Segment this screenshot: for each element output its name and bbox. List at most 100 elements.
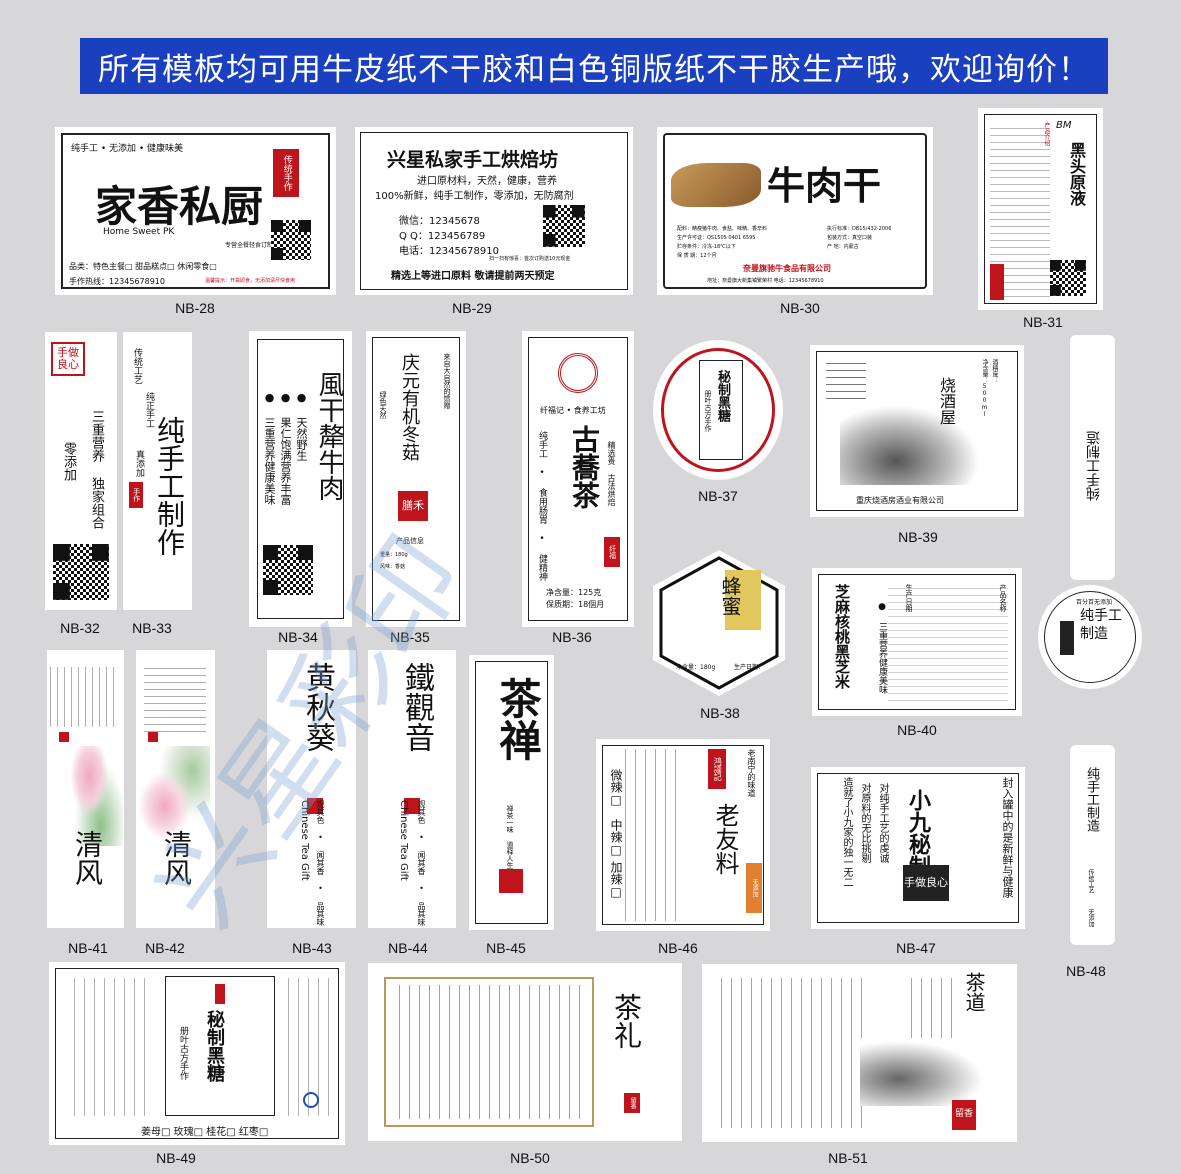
label-nb38[interactable] [649,548,789,698]
label-nb49[interactable]: 秘制黑糖 册叶古方手作 姜母□ 玫瑰□ 桂花□ 红枣□ [49,962,345,1145]
nb30-place: 产 地：内蒙古 [827,244,859,250]
nb30-code: NB-30 [780,300,820,316]
label-nb34[interactable]: ● 天然野生 ● 果仁饱满 ● 三重营养健康美味 营养丰富 風干犛牛肉 [249,331,352,627]
nb49-qs-icon [303,1092,319,1108]
nb46-stamp: 无添加 [746,863,762,913]
nb42-code: NB-42 [145,940,185,956]
nb47-t1: 封入罐中的是新鲜与健康 [1001,777,1014,898]
nb39-title: 烧酒屋 [937,377,956,425]
label-nb31[interactable]: BM 黑头原液 产品介绍 [978,108,1103,310]
label-nb42[interactable]: 清风 [136,650,215,928]
nb42-title: 清风 [160,830,193,886]
nb36-seal: 纤福 [604,537,620,567]
nb36-right: 精选贵 古法烘焙 [607,441,616,506]
nb40-title: 芝麻核桃黑芝米 [833,584,851,689]
nb35-title: 庆元有机冬菇 [399,353,420,461]
nb44-en: Chinese Tea Gift [398,800,409,881]
nb33-t3: 真添加 [134,450,144,477]
label-nb33[interactable]: 传统工艺 纯正手工 真添加 纯手工制作 手作 [123,332,192,610]
nb30-lic: 生产许可证：QS1505 0401 6595 [677,235,756,241]
nb30-title: 牛肉干 [767,163,882,208]
label-nb41[interactable]: 清风 [47,650,124,928]
nb51-landscape-image [860,1038,990,1106]
nb35-code: NB-35 [390,629,430,645]
nb41-title: 清风 [71,830,104,886]
nb29-title: 兴星私家手工烘焙坊 [387,149,559,171]
nb28-cats: 品类：特色主餐□ 甜品糕点□ 休闲零食□ [69,262,217,271]
label-nb50[interactable]: 茶礼 留香 [368,963,682,1141]
nb45-title: 茶禅 [493,677,542,761]
label-nb40[interactable]: 芝麻核桃黑芝米 ● 三重营养健康美味 产品名称 生产日期 [812,568,1022,716]
nb31-qr-code [1050,260,1086,296]
nb41-code: NB-41 [68,940,108,956]
label-nb37[interactable]: 秘制黑糖 册叶古方手作 [653,340,783,480]
nb34-qr-code [263,545,313,595]
nb36-code: NB-36 [552,629,592,645]
nb28-tip: 温馨提示：开袋即食，无添加请尽快食用 [205,278,296,284]
label-nb30[interactable]: 牛肉干 配料：精瘦猪牛肉、食盐、味精、香辛料 执行标准：DB15/432-200… [657,127,933,295]
label-nb32[interactable]: 手做良心 三重营养 独家组合 零添加 [45,332,117,610]
nb31-seal [990,264,1004,300]
nb44-seal [404,798,420,814]
nb35-extra: 风味：香菇 [380,564,406,570]
nb36-weight: 净含量：125克 [546,588,602,597]
nb35-spec: 重量：180g [380,552,408,558]
nb32-t2: 零添加 [61,442,76,481]
nb48-tall-title: 纯手工制造 [1084,767,1099,832]
nb45-code: NB-45 [486,940,526,956]
nb45-seal [499,869,523,893]
label-nb43[interactable]: 黄秋葵 Chinese Tea Gift 观其色 • 闻其香 • 品其味 [267,650,356,928]
nb47-t3: 对原料的无比挑剔 [859,783,870,863]
nb33-t2: 纯正手工 [144,392,154,428]
nb32-t1: 三重营养 独家组合 [89,410,104,529]
label-nb45[interactable]: 茶禅 禅茶一味 道释人生 [469,655,554,930]
nb28-seal: 传统手作 [273,149,299,197]
nb36-top: 纤福记 • 食养工坊 [540,406,606,415]
nb43-code: NB-43 [292,940,332,956]
nb35-side2: 绿色天然 [379,391,387,419]
nb49-sub: 册叶古方手作 [178,1026,188,1080]
nb48-round-title: 纯手工制造 [1080,608,1122,643]
nb51-code: NB-51 [828,1150,868,1166]
nb48-code: NB-48 [1066,963,1106,979]
nb29-foot: 精选上等进口原料 敬请提前两天预定 [391,271,555,282]
nb48-tall-s2: 无添加 [1087,909,1094,927]
label-nb48-tall[interactable]: 纯手工制造 传统工艺 无添加 [1070,745,1115,945]
nb46-opt3: 加辣□ [609,861,623,899]
nb44-side: 观其色 • 闻其香 • 品其味 [417,800,426,926]
nb31-title: 黑头原液 [1067,142,1086,206]
label-nb46[interactable]: 微辣□ 中辣□ 加辣□ 鸿謹記 老南宁的味道 老友料 无添加 [596,739,770,931]
nb40-code: NB-40 [897,722,937,738]
nb34-b2: ● 果仁饱满 [279,391,292,461]
nb29-qr-code [543,205,585,247]
nb44-code: NB-44 [388,940,428,956]
label-nb51[interactable]: 茶道 留香 [702,964,1017,1142]
nb51-title: 茶道 [962,972,986,1012]
nb45-side: 禅茶一味 道释人生 [506,805,514,869]
label-nb44[interactable]: 鐵觀音 Chinese Tea Gift 观其色 • 闻其香 • 品其味 [368,650,456,928]
nb34-title: 風干犛牛肉 [314,371,344,501]
nb34-code: NB-34 [278,629,318,645]
label-nb35[interactable]: 庆元有机冬菇 来自大自然的馈赠 绿色天然 膳禾 产品信息 重量：180g 风味：… [366,331,466,627]
nb29-scan: 扫一扫有惊喜：首次订购送10元现金 [489,256,571,262]
nb29-qq: Q Q：123456789 [399,231,486,242]
nb34-b4: 营养丰富 [279,461,292,505]
nb46-title: 老友料 [711,803,739,875]
label-nb48[interactable]: 纯手工制造 [1070,335,1115,580]
nb35-side1: 来自大自然的馈赠 [443,353,451,409]
label-nb48-round[interactable]: 百分百无添加 纯手工制造 [1038,585,1142,689]
nb28-qr-code [271,220,311,260]
label-nb39[interactable]: 烧酒屋 酒精度： 净含量：500ml 重庆烧酒房酒业有限公司 [810,345,1024,517]
nb50-title: 茶礼 [610,993,643,1049]
nb33-title: 纯手工制作 [153,416,186,556]
nb40-b2: 产品名称 [999,584,1007,612]
nb36-life: 保质期：18個月 [546,600,605,609]
label-nb29[interactable]: 兴星私家手工烘焙坊 进口原材料，天然，健康，营养 100%新鲜，纯手工制作，零添… [355,127,633,295]
nb42-lotus-image [140,746,210,846]
label-nb36[interactable]: 纤福记 • 食养工坊 古蕎茶 纯手工 • 食用肠胃 • 健精神 精选贵 古法烘焙… [522,331,634,627]
label-nb28[interactable]: 纯手工 • 无添加 • 健康味美 传统手作 家香私厨 Home Sweet PK… [55,127,336,295]
label-nb47[interactable]: 封入罐中的是新鲜与健康 小九秘制 手做良心 对纯手工艺的虔诚 对原料的无比挑剔 … [811,767,1025,929]
nb39-spec1: 酒精度： [991,359,998,383]
nb46-opt2: 中辣□ [609,819,623,857]
nb28-sub: 专营全餐轻食订制 [225,242,274,249]
